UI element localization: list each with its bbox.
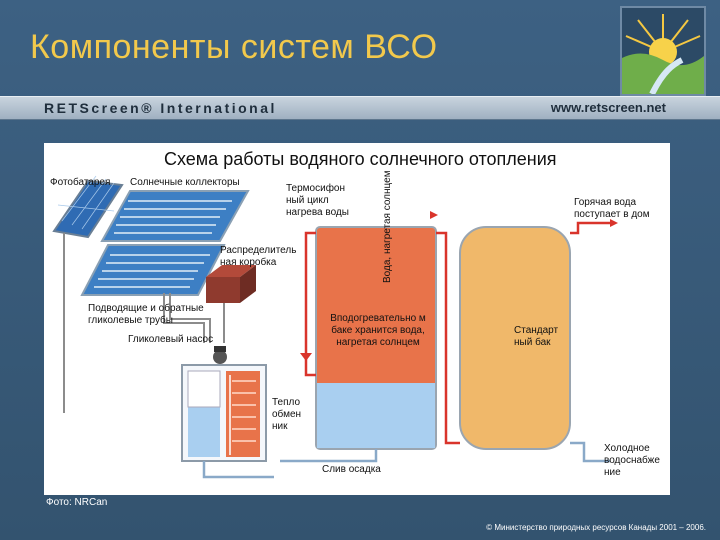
retscreen-logo [620,6,706,96]
label-thermosiphon: Термосифон ный цикл нагрева воды [286,183,349,218]
label-hot-water: Горячая вода поступает в дом [574,197,650,220]
brand-name: RETScreen® International [44,100,277,116]
label-preheat-tank: Вподогревательно м баке хранится вода, н… [330,313,426,348]
brand-bar: RETScreen® International www.retscreen.n… [0,96,720,120]
diagram-panel: Схема работы водяного солнечного отоплен… [44,143,670,495]
solar-water-heating-diagram [52,175,618,479]
label-drain: Слив осадка [322,464,381,475]
copyright: © Министерство природных ресурсов Канады… [486,523,706,532]
label-solar-water: Вода, нагретая солнцем [382,170,393,283]
slide-title: Компоненты систем ВСО [30,28,438,66]
water-pipes [202,221,610,479]
label-glycol-pump: Гликолевый насос [128,334,214,345]
solar-collector-lower [80,244,226,296]
sun-river-logo-icon [622,8,704,94]
heat-exchanger [181,364,267,462]
label-collectors: Солнечные коллекторы [130,177,240,188]
pv-panel [52,175,124,239]
label-distribution-box: Распределитель ная коробка [220,245,297,268]
flow-arrows [300,211,618,361]
diagram-title: Схема работы водяного солнечного отоплен… [164,149,557,169]
brand-url[interactable]: www.retscreen.net [550,100,666,115]
label-cold-water: Холодное водоснабже ние [604,443,660,478]
label-pv: Фотобатарея [50,177,111,188]
solar-collector-upper [100,190,250,242]
label-heat-exchanger: Тепло обмен ник [272,397,302,432]
preheat-tank [315,226,437,450]
label-standard-tank: Стандарт ный бак [514,325,559,348]
standard-tank [459,226,571,450]
distribution-box [206,265,256,303]
glycol-pump [213,346,227,364]
photo-credit: Фото: NRCan [46,497,108,508]
glycol-pipes [63,233,225,413]
label-pipes: Подводящие и обратные гликолевые трубы [88,303,204,326]
